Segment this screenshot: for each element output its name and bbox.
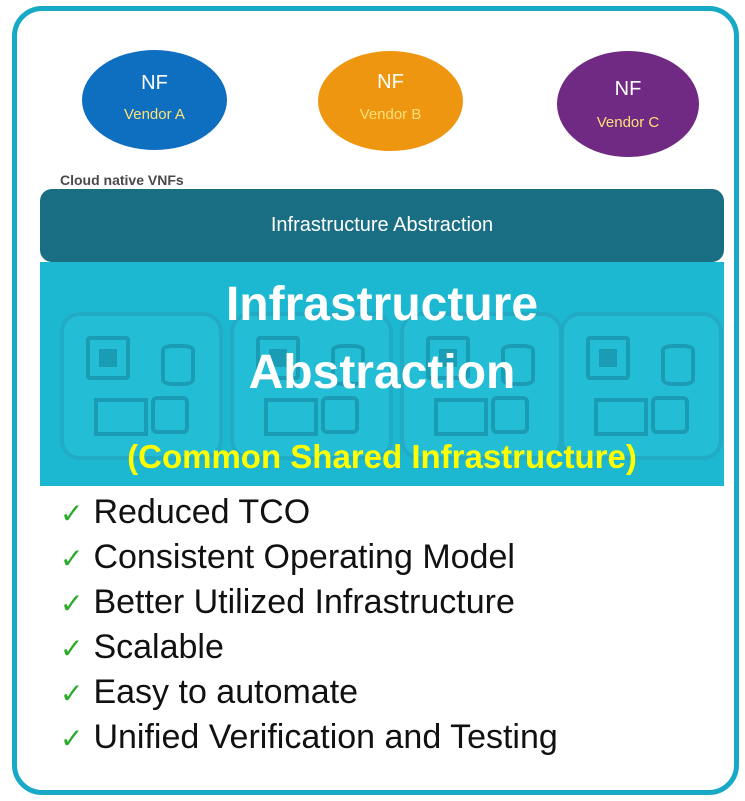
big-subtitle: (Common Shared Infrastructure) [127, 438, 637, 475]
nf-vendor-label: Vendor C [596, 114, 660, 131]
nf-vendor-label: Vendor A [124, 106, 185, 123]
benefit-item: ✓ Reduced TCO [60, 490, 558, 535]
nf-vendor-label: Vendor B [359, 106, 422, 123]
nf-title: NF [614, 78, 642, 100]
nf-vendor-c: NF Vendor C [557, 51, 699, 157]
nf-title: NF [141, 72, 168, 94]
infrastructure-abstraction-bar: Infrastructure Abstraction [40, 189, 724, 262]
big-title-line1: Infrastructure [225, 278, 539, 331]
check-icon: ✓ [60, 587, 84, 620]
check-icon: ✓ [60, 677, 84, 710]
server-icon [230, 312, 393, 460]
server-icon [560, 312, 723, 460]
benefit-item: ✓ Scalable [60, 625, 558, 670]
benefit-item: ✓ Unified Verification and Testing [60, 715, 558, 760]
nf-vendor-b: NF Vendor B [318, 51, 463, 151]
nf-vendor-a: NF Vendor A [82, 50, 227, 150]
benefit-item: ✓ Easy to automate [60, 670, 558, 715]
benefit-text: Better Utilized Infrastructure [93, 583, 515, 621]
benefit-text: Unified Verification and Testing [93, 718, 558, 756]
check-icon: ✓ [60, 542, 84, 575]
benefit-item: ✓ Consistent Operating Model [60, 535, 558, 580]
check-icon: ✓ [60, 632, 84, 665]
benefit-text: Scalable [93, 628, 224, 666]
nf-title: NF [377, 71, 404, 93]
server-icon [60, 312, 223, 460]
benefit-text: Easy to automate [93, 673, 359, 711]
benefit-text: Reduced TCO [93, 493, 311, 531]
benefit-text: Consistent Operating Model [93, 538, 515, 576]
benefit-item: ✓ Better Utilized Infrastructure [60, 580, 558, 625]
big-title-line2: Abstraction [248, 346, 516, 399]
check-icon: ✓ [60, 722, 84, 755]
shared-infrastructure-box: Infrastructure Abstraction (Common Share… [40, 262, 724, 486]
benefits-list: ✓ Reduced TCO ✓ Consistent Operating Model… [60, 490, 558, 760]
check-icon: ✓ [60, 497, 84, 530]
cloud-native-label: Cloud native VNFs [60, 172, 184, 188]
